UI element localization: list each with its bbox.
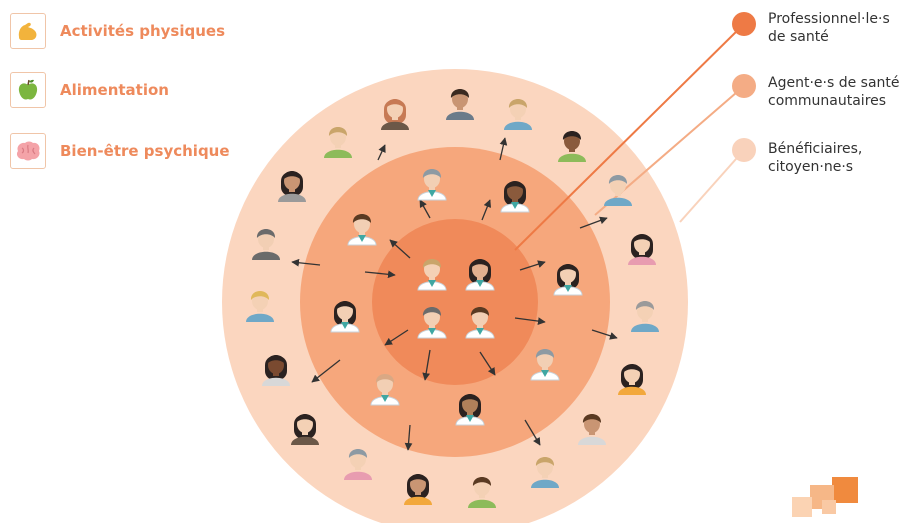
citizen-avatar — [531, 457, 559, 488]
flexed-arm-icon — [10, 13, 46, 49]
arrow — [524, 419, 541, 446]
citizen-avatar — [628, 234, 656, 265]
citizen-avatar — [578, 414, 606, 445]
arrow — [384, 329, 409, 346]
legend-dot-professionals — [732, 12, 756, 36]
citizen-avatar — [468, 477, 496, 508]
arrow — [591, 329, 618, 340]
arrow — [499, 137, 508, 161]
legend-dot-beneficiaries — [732, 138, 756, 162]
arrow — [422, 349, 431, 381]
citizen-avatar — [252, 229, 280, 260]
citizen-avatar — [558, 131, 586, 162]
citizen-avatar — [262, 355, 290, 386]
citizen-avatar — [631, 301, 659, 332]
category-label: Activités physiques — [60, 22, 226, 40]
professional-avatar — [465, 259, 495, 291]
spread-arrows — [291, 137, 618, 451]
legend-line-beneficiaries — [679, 149, 745, 223]
category-physical-activity: Activités physiques — [10, 13, 225, 49]
agent-avatar — [553, 264, 583, 296]
agent-avatar — [500, 181, 530, 213]
citizen-avatar — [404, 474, 432, 505]
arrow — [377, 144, 386, 161]
apple-icon — [10, 72, 46, 108]
arrow — [364, 270, 396, 279]
brain-icon — [10, 133, 46, 169]
legend-label-beneficiaries: Bénéficiaires, citoyen·ne·s — [768, 141, 863, 175]
arrow — [514, 317, 546, 325]
citizen-avatar — [291, 414, 319, 445]
category-mental-wellbeing: Bien-être psychique — [10, 133, 230, 169]
citizen-avatar — [344, 449, 372, 480]
people-group — [246, 89, 659, 508]
arrow — [389, 239, 411, 259]
arrow — [481, 199, 492, 221]
professional-avatar — [417, 259, 447, 291]
citizen-avatar — [381, 99, 409, 130]
citizen-avatar — [504, 99, 532, 130]
citizen-avatar — [246, 291, 274, 322]
citizen-avatar — [618, 364, 646, 395]
arrow — [579, 216, 608, 229]
citizen-avatar — [324, 127, 352, 158]
arrow — [519, 260, 546, 271]
professional-avatar — [465, 307, 495, 339]
category-label: Bien-être psychique — [60, 142, 230, 160]
citizen-avatar — [278, 171, 306, 202]
agent-avatar — [330, 301, 360, 333]
agent-avatar — [455, 394, 485, 426]
legend-line-professionals — [514, 23, 745, 251]
legend-label-agents: Agent·e·s de santé communautaires — [768, 75, 900, 109]
arrow — [311, 359, 341, 383]
professional-avatar — [417, 307, 447, 339]
arrow — [291, 258, 321, 267]
legend-label-professionals: Professionnel·le·s de santé — [768, 11, 890, 45]
inner-ring-professionals — [372, 219, 538, 385]
agent-avatar — [370, 374, 400, 406]
arrow — [419, 199, 431, 219]
category-label: Alimentation — [60, 81, 169, 99]
brand-logo — [792, 477, 858, 517]
legend-dot-agents — [732, 74, 756, 98]
citizen-avatar — [604, 175, 632, 206]
arrow — [479, 351, 496, 376]
agent-avatar — [417, 169, 447, 201]
arrow — [404, 424, 413, 451]
category-nutrition: Alimentation — [10, 72, 169, 108]
agent-avatar — [530, 349, 560, 381]
agent-avatar — [347, 214, 377, 246]
citizen-avatar — [446, 89, 474, 120]
